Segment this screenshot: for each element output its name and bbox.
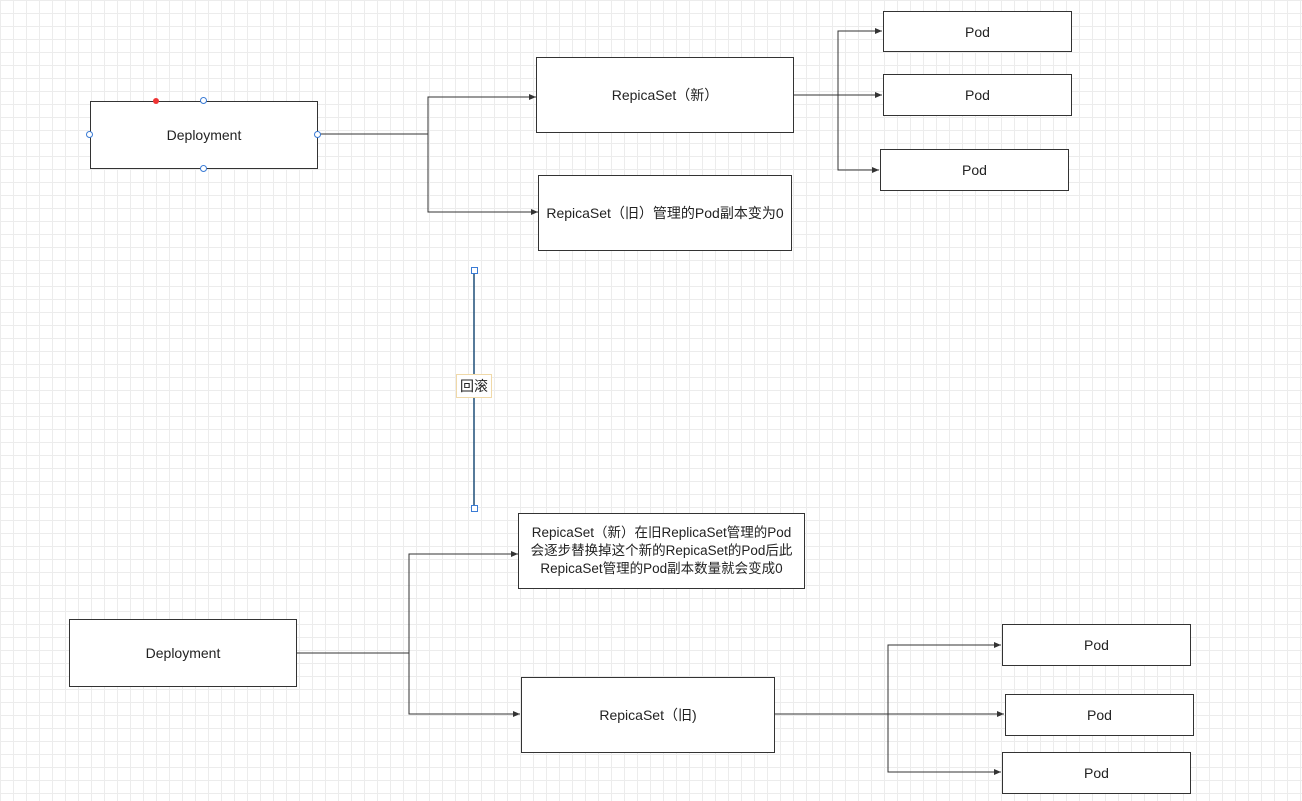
replicaset-old-label: RepicaSet（旧）管理的Pod副本变为0: [546, 205, 784, 221]
deployment-label: Deployment: [145, 645, 221, 661]
rollback-label[interactable]: 回滚: [456, 374, 492, 398]
connection-handle-right[interactable]: [314, 131, 321, 138]
replicaset-new-label: RepicaSet（新）: [611, 87, 719, 103]
connection-handle-top[interactable]: [200, 97, 207, 104]
edge-b-deploy-rs-new: [297, 551, 518, 654]
replicaset-old-node-bottom[interactable]: RepicaSet（旧): [521, 677, 775, 753]
replicaset-new-note-label: RepicaSet（新）在旧ReplicaSet管理的Pod会逐步替换掉这个新的…: [530, 525, 793, 576]
pod-label: Pod: [962, 162, 987, 178]
pod-label: Pod: [1084, 637, 1109, 653]
edge-rsnew-pod3: [837, 95, 879, 173]
rollback-endpoint-handle-end[interactable]: [471, 505, 478, 512]
pod-node-top-1[interactable]: Pod: [883, 11, 1072, 52]
pod-node-bottom-2[interactable]: Pod: [1005, 694, 1194, 736]
replicaset-new-note-node[interactable]: RepicaSet（新）在旧ReplicaSet管理的Pod会逐步替换掉这个新的…: [518, 513, 805, 589]
pod-node-top-3[interactable]: Pod: [880, 149, 1069, 191]
edge-rsnew-pod1: [793, 28, 882, 96]
pod-label: Pod: [965, 87, 990, 103]
pod-node-bottom-3[interactable]: Pod: [1002, 752, 1191, 794]
pod-label: Pod: [1084, 765, 1109, 781]
deployment-node-bottom[interactable]: Deployment: [69, 619, 297, 687]
replicaset-new-node[interactable]: RepicaSet（新）: [536, 57, 794, 133]
deployment-node-top[interactable]: Deployment: [90, 101, 318, 169]
edge-b-deploy-rs-old: [408, 653, 520, 717]
edge-deploy-rs-old: [427, 134, 538, 215]
deployment-label: Deployment: [166, 127, 242, 143]
edge-deploy-rs-new: [318, 94, 536, 135]
connection-handle-left[interactable]: [86, 131, 93, 138]
pod-label: Pod: [1087, 707, 1112, 723]
rollback-endpoint-handle-start[interactable]: [471, 267, 478, 274]
selection-anchor-red[interactable]: [153, 98, 159, 104]
pod-label: Pod: [965, 23, 990, 40]
edge-b-rsold-pod3: [887, 714, 1001, 775]
pod-node-top-2[interactable]: Pod: [883, 74, 1072, 116]
replicaset-old-label: RepicaSet（旧): [599, 707, 697, 723]
connection-handle-bottom[interactable]: [200, 165, 207, 172]
pod-node-bottom-1[interactable]: Pod: [1002, 624, 1191, 666]
replicaset-old-node[interactable]: RepicaSet（旧）管理的Pod副本变为0: [538, 175, 792, 251]
edge-b-rsold-pod1: [775, 642, 1001, 715]
